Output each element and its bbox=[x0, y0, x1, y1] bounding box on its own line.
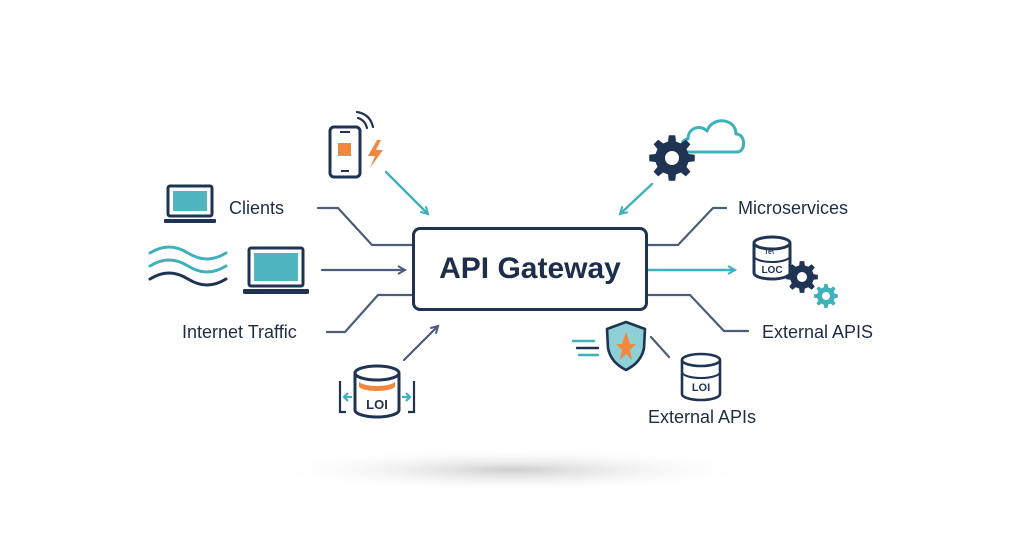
label-internet-traffic: Internet Traffic bbox=[182, 322, 297, 342]
connector-gear-arrow bbox=[620, 182, 654, 214]
database-label: LOC bbox=[761, 265, 782, 276]
api-gateway-node: API Gateway bbox=[412, 227, 648, 311]
label-clients: Clients bbox=[229, 198, 285, 218]
connector-clients bbox=[316, 206, 414, 247]
label-microservices: Microservices bbox=[738, 198, 849, 218]
connector-external-apis bbox=[646, 293, 750, 333]
desktop-monitor-icon bbox=[164, 184, 216, 223]
gear-icon bbox=[786, 261, 818, 293]
connector-internet-traffic bbox=[325, 293, 414, 334]
database-icon: LOI bbox=[338, 364, 416, 419]
database-icon: Te\ LOC bbox=[752, 235, 792, 281]
api-gateway-title: API Gateway bbox=[439, 252, 621, 285]
wave-lines-icon bbox=[148, 245, 228, 287]
laptop-icon bbox=[243, 246, 309, 294]
gear-icon bbox=[649, 135, 695, 181]
gear-shape bbox=[649, 135, 695, 181]
database-small-label: Te\ bbox=[764, 249, 774, 256]
connector-phone-arrow bbox=[384, 170, 428, 214]
connector-microservices bbox=[646, 206, 728, 247]
gear-icon bbox=[814, 284, 838, 308]
shield-icon bbox=[571, 320, 647, 372]
mobile-phone-icon bbox=[328, 110, 375, 179]
gear-shape bbox=[786, 261, 818, 293]
database-icon: LOI bbox=[680, 352, 722, 402]
lightning-icon bbox=[368, 140, 383, 168]
database-label: LOI bbox=[692, 382, 710, 394]
connector-db-arrow bbox=[402, 326, 438, 362]
gear-shape bbox=[814, 284, 838, 308]
label-external-apis-bottom: External APIs bbox=[648, 407, 757, 427]
ground-shadow bbox=[262, 448, 762, 492]
cloud-icon bbox=[680, 119, 746, 154]
database-label: LOI bbox=[366, 397, 388, 412]
label-external-apis-right: External APIS bbox=[762, 322, 874, 342]
connector-shield-db bbox=[649, 335, 671, 359]
